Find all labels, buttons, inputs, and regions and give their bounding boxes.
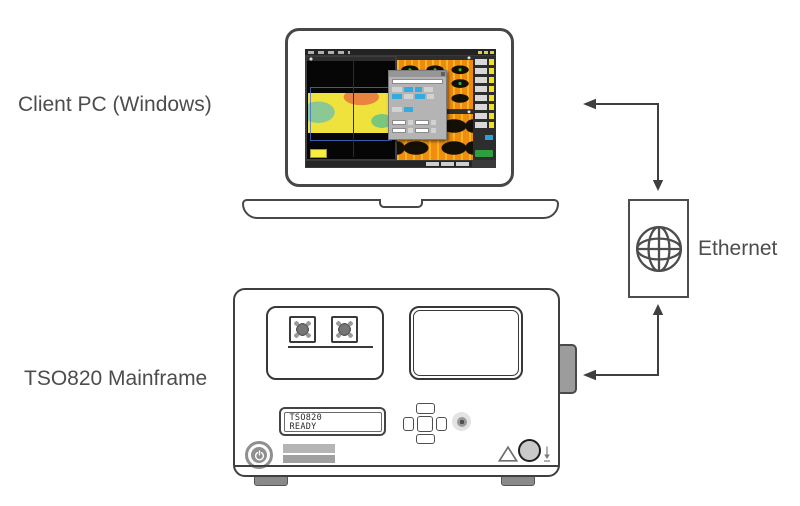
control-sidebar <box>473 56 496 160</box>
waveform-panel-titlebar <box>307 57 395 61</box>
arrowhead-left-bottom <box>583 369 596 381</box>
waveform-histogram-band <box>308 93 394 133</box>
dialog-close-icon <box>441 72 445 76</box>
eye-top-titlebar <box>397 56 473 60</box>
ethernet-label: Ethernet <box>698 237 778 260</box>
status-field <box>456 162 469 166</box>
dpad-right-key <box>436 417 447 431</box>
waveform-badge <box>310 149 327 158</box>
dialog-chip <box>415 127 429 133</box>
module-slot-panel <box>409 306 523 380</box>
dpad-up-key <box>416 403 435 414</box>
power-button <box>245 441 273 469</box>
sidebar-blue-button <box>485 135 493 140</box>
power-button-face <box>251 447 267 463</box>
chassis-seam <box>235 465 558 467</box>
dialog-chip <box>431 127 436 133</box>
graticule-center-line <box>353 61 354 157</box>
waveform-panel <box>306 56 396 160</box>
front-badge-bottom <box>283 455 335 463</box>
navigation-dpad <box>403 403 447 445</box>
dialog-controls-row <box>392 127 443 133</box>
dialog-chip <box>415 86 422 92</box>
lcd-line2: READY <box>289 422 317 432</box>
power-icon <box>254 449 264 460</box>
scope-menubar-icons <box>478 50 494 54</box>
lcd-text: TSO820 READY <box>283 411 382 432</box>
dialog-chip <box>415 120 429 125</box>
dialog-input-field <box>392 79 443 84</box>
cursor-selection-box <box>310 87 392 141</box>
laptop-screen-bezel <box>285 28 514 187</box>
dialog-chip <box>431 120 436 125</box>
mainframe-to-ethernet-arrow <box>595 312 659 376</box>
dialog-controls-row <box>392 94 443 99</box>
dialog-chip <box>424 86 433 92</box>
tso820-mainframe: TSO820 READY <box>233 288 560 477</box>
dialog-chip <box>392 94 402 99</box>
status-bar <box>306 161 472 167</box>
client-pc-label: Client PC (Windows) <box>18 93 212 116</box>
dialog-chip <box>404 107 413 112</box>
optical-connector-icon <box>331 316 358 343</box>
status-field <box>426 162 439 166</box>
scope-menu-items <box>308 51 350 54</box>
status-field <box>441 162 454 166</box>
ground-mark-icon <box>544 446 550 462</box>
scope-menubar <box>305 49 496 55</box>
calibration-button <box>518 439 541 462</box>
dialog-chip <box>392 86 402 92</box>
ethernet-box <box>628 199 689 298</box>
settings-dialog <box>388 70 447 140</box>
dialog-titlebar <box>389 71 446 77</box>
dialog-chip <box>392 127 406 133</box>
dialog-chip <box>392 107 402 112</box>
dialog-chip <box>427 94 434 99</box>
lcd-line1: TSO820 <box>289 412 323 423</box>
arrowhead-up <box>652 304 664 315</box>
run-button <box>475 150 493 157</box>
dpad-down-key <box>416 434 435 444</box>
connector-panel-line <box>288 346 373 348</box>
ethernet-globe-icon <box>635 225 682 272</box>
laptop-to-ethernet-arrow <box>595 103 659 183</box>
dialog-controls-row <box>392 120 443 125</box>
arrowhead-down <box>652 180 664 191</box>
laptop-base <box>242 198 559 219</box>
dialog-chip <box>408 127 413 133</box>
scope-software-screen <box>305 49 496 168</box>
lcd-display: TSO820 READY <box>279 407 386 436</box>
dialog-chip <box>392 120 406 125</box>
sidebar-button-rows <box>475 59 494 131</box>
dialog-chip <box>415 94 425 99</box>
dpad-left-key <box>403 417 414 431</box>
dpad-select-key <box>417 416 433 432</box>
warning-triangle-icon <box>498 445 518 462</box>
dialog-controls-row <box>392 107 443 112</box>
mainframe-label: TSO820 Mainframe <box>24 367 208 390</box>
optical-connector-panel <box>266 306 384 380</box>
dialog-chip <box>404 86 413 92</box>
module-slot-inner <box>413 310 519 376</box>
dialog-controls-row <box>392 86 443 92</box>
optical-connector-icon <box>289 316 316 343</box>
front-badge-top <box>283 444 335 453</box>
status-led <box>452 412 471 431</box>
laptop-latch-notch <box>378 198 423 208</box>
dialog-chip <box>404 94 413 99</box>
dialog-chip <box>408 120 413 125</box>
arrowhead-left-top <box>583 98 596 110</box>
